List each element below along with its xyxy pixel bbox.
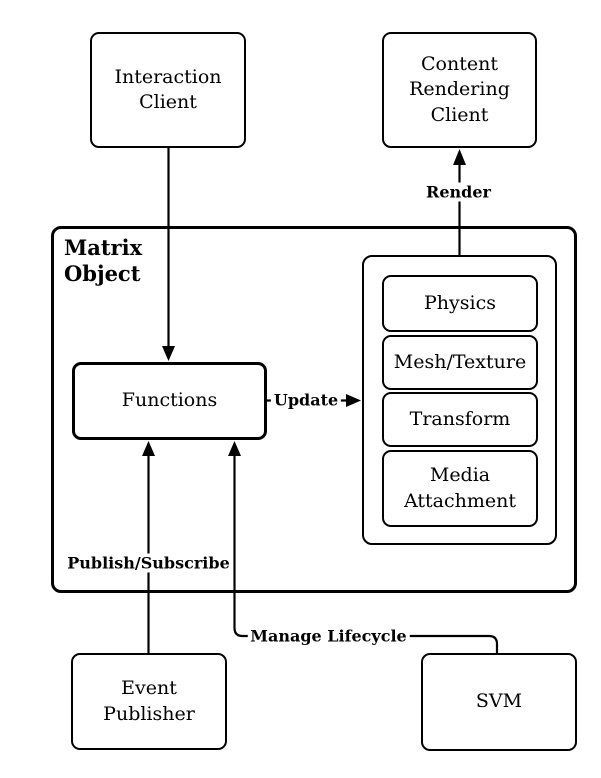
- transform-label: Transform: [409, 407, 511, 430]
- node-interaction-client: Interaction Client: [90, 32, 246, 148]
- node-physics: Physics: [382, 275, 538, 332]
- edge-label-manage-lifecycle: Manage Lifecycle: [247, 626, 410, 646]
- node-transform: Transform: [382, 392, 538, 447]
- media-attachment-label: Media Attachment: [404, 464, 516, 512]
- edge-render-arrowhead: [453, 149, 466, 165]
- node-mesh-texture: Mesh/Texture: [382, 335, 538, 390]
- interaction-client-label: Interaction Client: [114, 65, 222, 113]
- svm-label: SVM: [475, 690, 523, 713]
- node-event-publisher: Event Publisher: [71, 653, 227, 750]
- matrix-object-label: Matrix Object: [64, 235, 143, 287]
- node-content-rendering-client: Content Rendering Client: [382, 32, 537, 148]
- node-svm: SVM: [421, 653, 577, 751]
- node-media-attachment: Media Attachment: [382, 450, 538, 527]
- content-rendering-client-label: Content Rendering Client: [409, 53, 510, 126]
- mesh-texture-label: Mesh/Texture: [393, 350, 527, 373]
- event-publisher-label: Event Publisher: [103, 677, 195, 725]
- physics-label: Physics: [424, 291, 496, 314]
- node-functions: Functions: [72, 362, 267, 440]
- edge-label-publish-subscribe: Publish/Subscribe: [64, 553, 233, 573]
- edge-label-update: Update: [270, 390, 342, 410]
- functions-label: Functions: [121, 389, 218, 412]
- edge-label-render: Render: [423, 182, 494, 202]
